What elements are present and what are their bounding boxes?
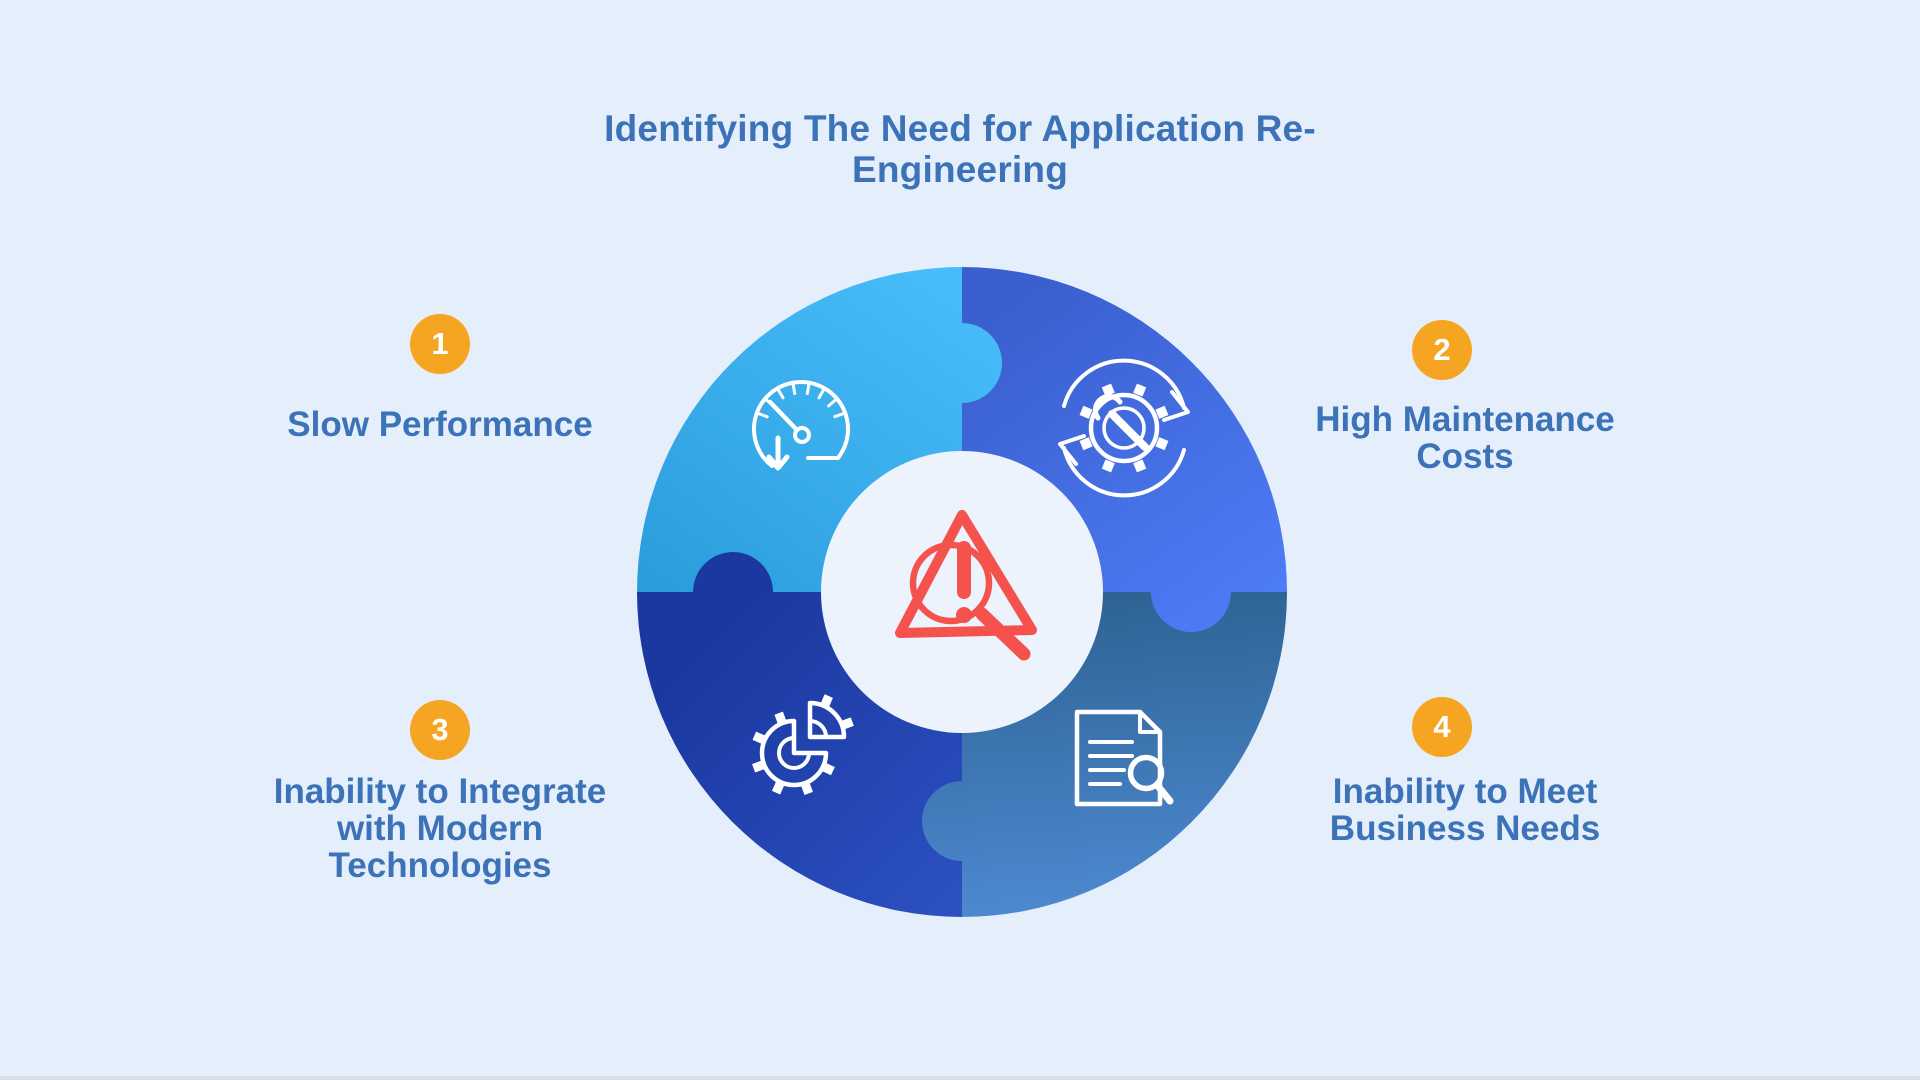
gear-wrench-cycle-icon xyxy=(1058,358,1190,498)
gear-pie-chart-icon xyxy=(752,694,854,795)
puzzle-tab-bottom xyxy=(922,781,1002,861)
step-number-3: 3 xyxy=(431,712,449,747)
label-line: Slow Performance xyxy=(287,405,593,444)
step-badge-1: 1 xyxy=(410,314,470,374)
puzzle-tab-left xyxy=(693,552,773,632)
step-number-4: 4 xyxy=(1433,709,1451,744)
step-badge-2: 2 xyxy=(1412,320,1472,380)
label-slow-performance: Slow Performance xyxy=(210,406,670,443)
label-inability-to-integrate: Inability to Integrate with Modern Techn… xyxy=(210,773,670,884)
label-line: Technologies xyxy=(328,846,552,885)
puzzle-tab-right xyxy=(1151,552,1231,632)
label-line: Inability to Integrate xyxy=(273,772,607,811)
puzzle-wheel-diagram xyxy=(637,267,1287,917)
puzzle-tab-top xyxy=(922,323,1002,403)
step-badge-4: 4 xyxy=(1412,697,1472,757)
speedometer-down-icon xyxy=(752,380,850,471)
label-high-maintenance-costs: High Maintenance Costs xyxy=(1235,401,1695,475)
label-line: Business Needs xyxy=(1329,809,1601,848)
label-inability-to-meet-business-needs: Inability to Meet Business Needs xyxy=(1235,773,1695,847)
document-magnifier-icon xyxy=(1074,709,1174,807)
bottom-edge-strip xyxy=(0,1076,1920,1080)
warning-triangle-magnifier-icon xyxy=(895,510,1037,661)
label-line: High Maintenance xyxy=(1315,400,1615,439)
step-number-2: 2 xyxy=(1433,332,1451,367)
page-title: Identifying The Need for Application Re-… xyxy=(0,108,1920,190)
step-badge-3: 3 xyxy=(410,700,470,760)
label-line: Inability to Meet xyxy=(1332,772,1598,811)
page-title-line-2: Engineering xyxy=(852,149,1068,190)
page-title-line-1: Identifying The Need for Application Re- xyxy=(604,108,1316,149)
step-number-1: 1 xyxy=(431,326,449,361)
label-line: with Modern xyxy=(336,809,544,848)
label-line: Costs xyxy=(1416,437,1514,476)
